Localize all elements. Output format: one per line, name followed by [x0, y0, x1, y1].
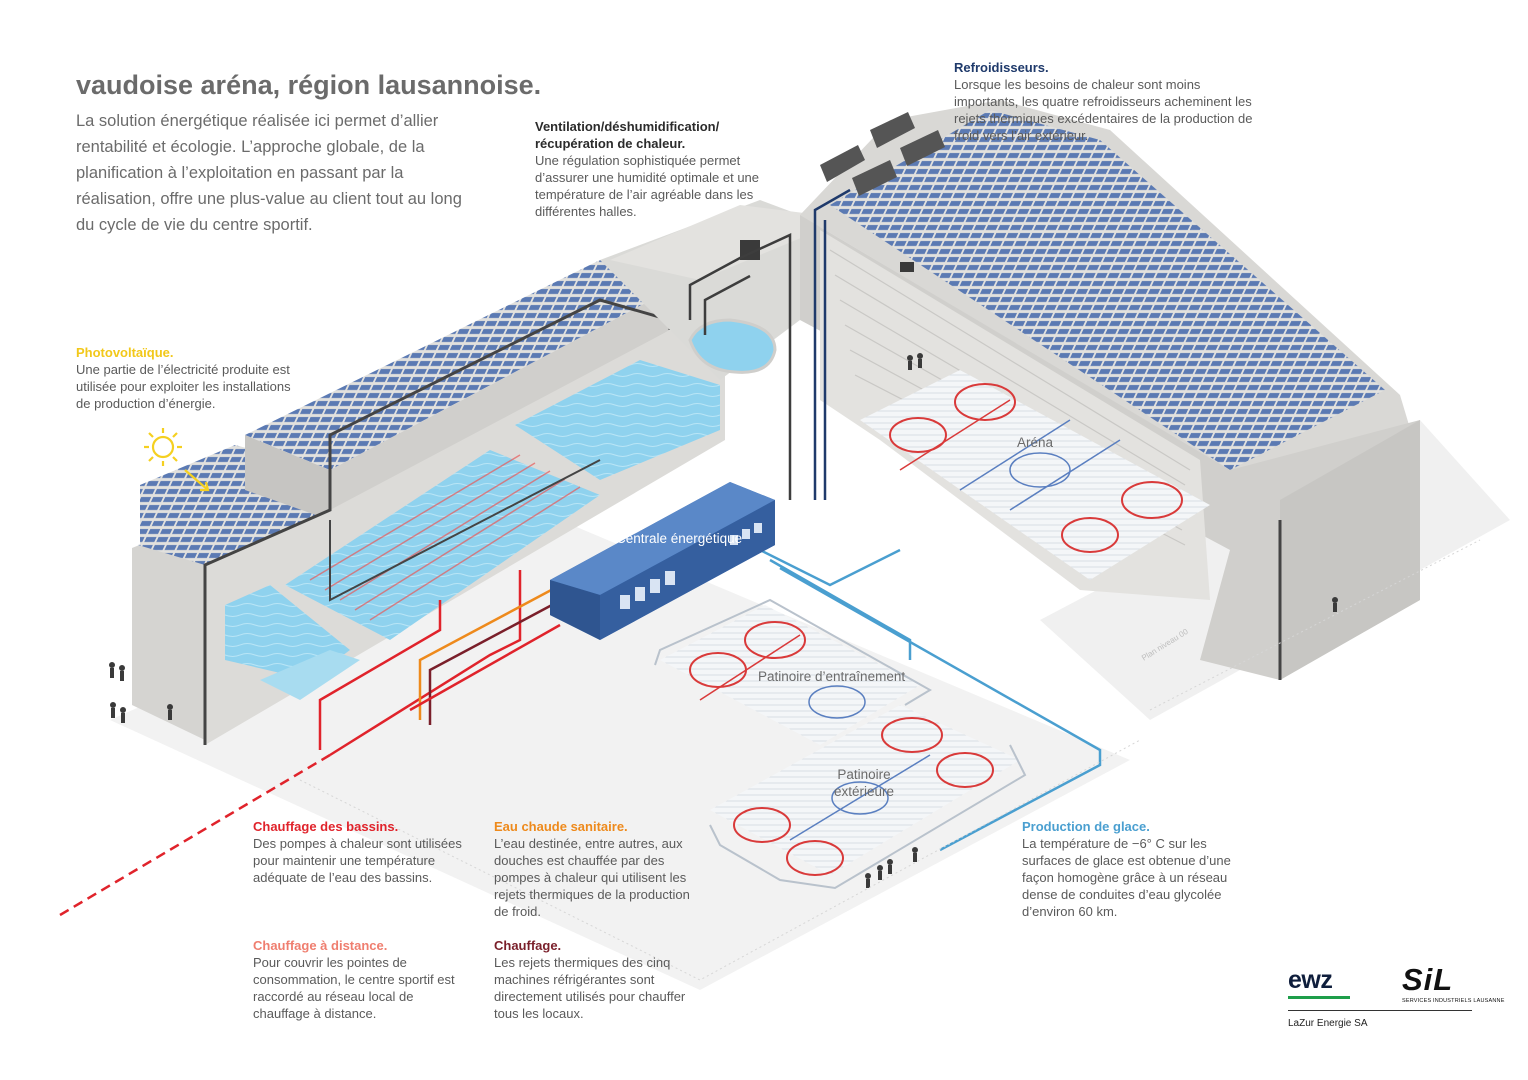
note-text: Une régulation sophistiquée permet d’ass… [535, 153, 760, 219]
note-text: Les rejets thermiques des cinq machines … [494, 955, 686, 1021]
pipe-network [59, 188, 1102, 917]
note-title: Chauffage des bassins. [253, 819, 399, 834]
note-chauffage-bassins: Chauffage des bassins. Des pompes à chal… [253, 818, 463, 886]
label-centrale: Centrale énergétique [616, 531, 743, 546]
note-title: Refroidisseurs. [954, 60, 1049, 75]
note-title: Photovoltaïque. [76, 345, 174, 360]
ewz-logo: ewz [1288, 966, 1333, 994]
note-chauffage-distance: Chauffage à distance. Pour couvrir les p… [253, 937, 458, 1022]
intro-paragraph: La solution énergétique réalisée ici per… [76, 112, 462, 234]
note-chauffage: Chauffage. Les rejets thermiques des cin… [494, 937, 709, 1022]
note-text: Des pompes à chaleur sont utilisées pour… [253, 836, 462, 885]
ewz-logo-bar [1288, 996, 1350, 999]
note-text: L’eau destinée, entre autres, aux douche… [494, 836, 690, 919]
label-patinoire-exterieure: Patinoire extérieure [833, 767, 895, 799]
outdoor-rink [709, 705, 1027, 890]
people-figures [109, 353, 1338, 888]
logo-divider [1288, 1010, 1472, 1011]
label-arena: Aréna [1017, 435, 1054, 450]
note-refroidisseurs: Refroidisseurs. Lorsque les besoins de c… [954, 59, 1260, 144]
aquatic-building [132, 260, 725, 745]
sil-logo: SiL [1402, 962, 1454, 997]
note-text: La température de −6° C sur les surfaces… [1022, 836, 1231, 919]
note-production-glace: Production de glace. La température de −… [1022, 818, 1247, 920]
note-title: Production de glace. [1022, 819, 1150, 834]
central-energy-block [550, 482, 775, 640]
note-title: Chauffage. [494, 938, 562, 953]
page-title: vaudoise aréna, région lausannoise. [76, 70, 542, 100]
training-rink [654, 598, 932, 745]
arena-building [740, 100, 1420, 680]
note-ventilation: Ventilation/déshumidification/ récupérat… [535, 118, 763, 220]
note-text: Pour couvrir les pointes de consommation… [253, 955, 455, 1021]
company-name: LaZur Energie SA [1288, 1018, 1368, 1029]
sun-icon [144, 428, 210, 492]
note-photovoltaique: Photovoltaïque. Une partie de l’électric… [76, 344, 296, 412]
note-title: Ventilation/déshumidification/ récupérat… [535, 119, 720, 151]
note-title: Chauffage à distance. [253, 938, 388, 953]
note-eau-chaude: Eau chaude sanitaire. L’eau destinée, en… [494, 818, 706, 920]
note-title: Eau chaude sanitaire. [494, 819, 628, 834]
note-text: Lorsque les besoins de chaleur sont moin… [954, 77, 1253, 143]
note-text: Une partie de l’électricité produite est… [76, 362, 291, 411]
sil-logo-subtitle: SERVICES INDUSTRIELS LAUSANNE [1402, 998, 1505, 1004]
label-patinoire-entrainement: Patinoire d’entraînement [758, 669, 906, 684]
